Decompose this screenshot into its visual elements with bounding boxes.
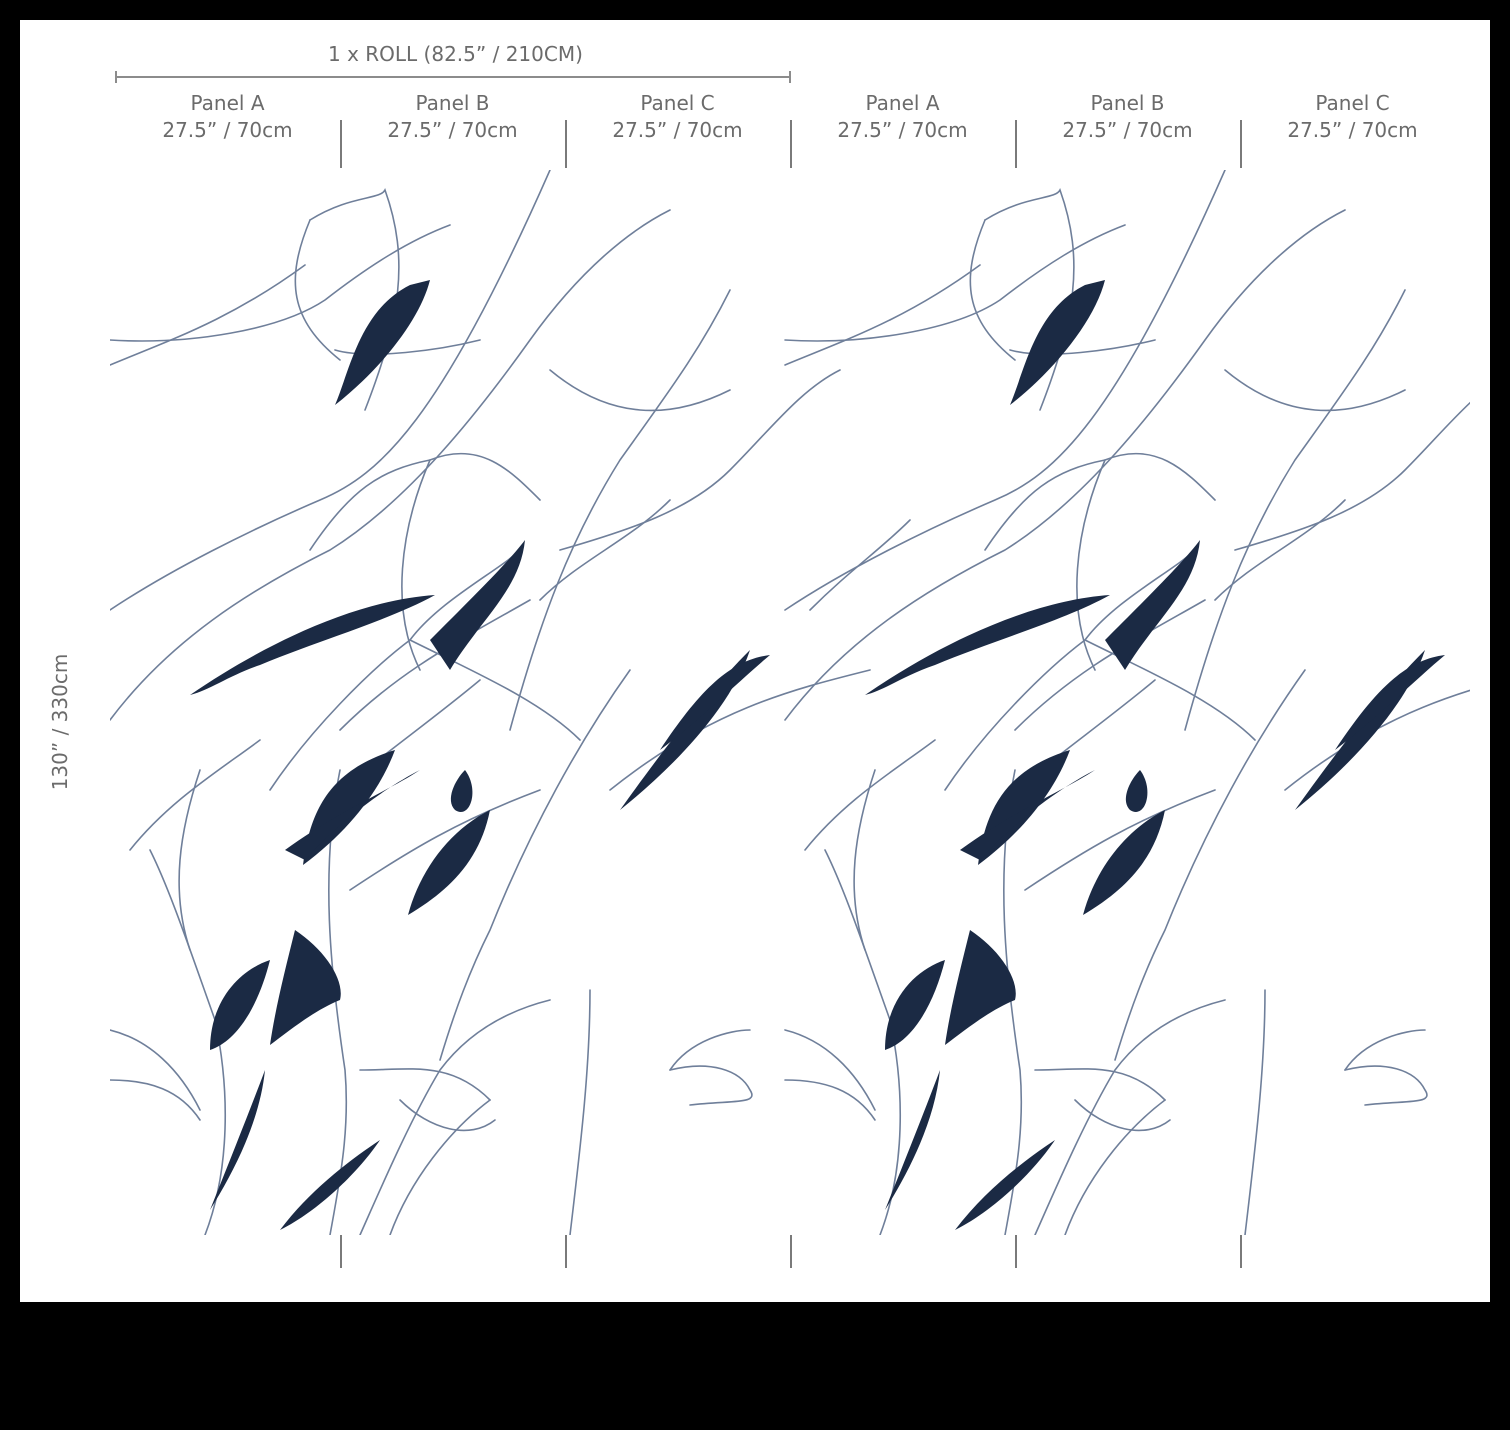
- roll-width-label: 1 x ROLL (82.5” / 210CM): [328, 42, 583, 66]
- roll-line-end-cap: [789, 71, 791, 83]
- panel-size: 27.5” / 70cm: [837, 118, 968, 142]
- panel-label-1: Panel A 27.5” / 70cm: [115, 90, 340, 144]
- panel-divider-bottom: [1240, 1235, 1242, 1268]
- panel-divider-bottom: [565, 1235, 567, 1268]
- panel-size: 27.5” / 70cm: [1287, 118, 1418, 142]
- panel-name: Panel B: [1090, 91, 1165, 115]
- roll-width-line: [115, 76, 790, 78]
- panel-divider-top: [1015, 120, 1017, 168]
- panel-name: Panel A: [190, 91, 265, 115]
- panel-label-6: Panel C 27.5” / 70cm: [1240, 90, 1465, 144]
- panel-label-4: Panel A 27.5” / 70cm: [790, 90, 1015, 144]
- panel-size: 27.5” / 70cm: [162, 118, 293, 142]
- panel-name: Panel C: [1315, 91, 1390, 115]
- panel-divider-top: [565, 120, 567, 168]
- panel-size: 27.5” / 70cm: [387, 118, 518, 142]
- wallpaper-sheet: 1 x ROLL (82.5” / 210CM) Panel A 27.5” /…: [20, 20, 1490, 1302]
- panel-divider-top: [790, 120, 792, 168]
- panel-divider-top: [340, 120, 342, 168]
- panel-name: Panel A: [865, 91, 940, 115]
- panel-size: 27.5” / 70cm: [1062, 118, 1193, 142]
- panel-label-3: Panel C 27.5” / 70cm: [565, 90, 790, 144]
- height-label: 130” / 330cm: [48, 653, 72, 791]
- leaf-pattern-artwork: [110, 170, 1470, 1235]
- panel-divider-bottom: [340, 1235, 342, 1268]
- panel-size: 27.5” / 70cm: [612, 118, 743, 142]
- panel-divider-bottom: [790, 1235, 792, 1268]
- roll-line-start-cap: [115, 71, 117, 83]
- panel-divider-bottom: [1015, 1235, 1017, 1268]
- panel-name: Panel C: [640, 91, 715, 115]
- panel-label-5: Panel B 27.5” / 70cm: [1015, 90, 1240, 144]
- panel-label-2: Panel B 27.5” / 70cm: [340, 90, 565, 144]
- panel-divider-top: [1240, 120, 1242, 168]
- panel-name: Panel B: [415, 91, 490, 115]
